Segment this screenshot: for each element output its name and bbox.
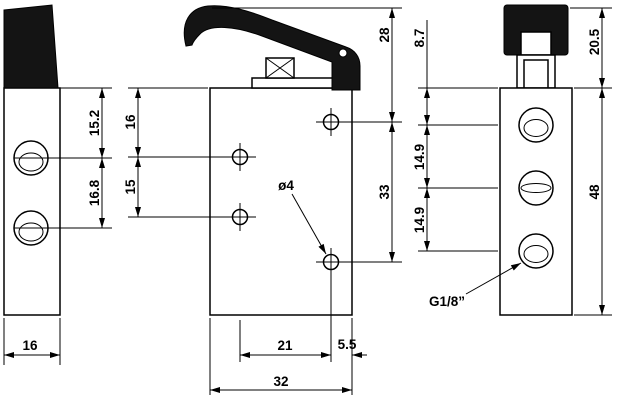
side-view bbox=[499, 4, 573, 316]
dimension-lines bbox=[3, 7, 612, 395]
dim-front-holes-h: 21 bbox=[277, 338, 293, 353]
hole-leader-arrow bbox=[291, 193, 327, 255]
dim-front-mid: 33 bbox=[377, 184, 392, 200]
dim-front-hole1: 16 bbox=[123, 114, 138, 130]
dim-side-cap: 20.5 bbox=[587, 28, 602, 55]
lever bbox=[183, 5, 361, 91]
thread-label: G1/8” bbox=[429, 294, 465, 309]
dim-side-port-b: 14.9 bbox=[412, 207, 427, 233]
side-port-3-bore bbox=[523, 245, 549, 263]
dim-front-width: 32 bbox=[273, 374, 288, 389]
dim-front-hole2: 15 bbox=[123, 179, 138, 195]
dim-left-port2: 16.8 bbox=[87, 179, 102, 206]
thread-leader-arrow bbox=[465, 262, 522, 295]
hole-diameter-label: ø4 bbox=[278, 178, 294, 193]
lever-side-profile bbox=[3, 4, 59, 89]
dim-left-port1: 15.2 bbox=[87, 110, 102, 136]
left-body bbox=[3, 87, 61, 316]
dim-side-height: 48 bbox=[587, 184, 602, 200]
side-port-2 bbox=[518, 170, 554, 206]
dim-front-top: 28 bbox=[377, 27, 392, 43]
left-port-1-bore bbox=[18, 152, 44, 172]
left-port-2-bore bbox=[18, 222, 44, 242]
plunger-top bbox=[520, 31, 552, 56]
front-view bbox=[183, 5, 361, 316]
dim-front-edge: 5.5 bbox=[338, 337, 357, 352]
side-port-1-bore bbox=[523, 119, 549, 137]
lever-pivot-pin bbox=[338, 48, 348, 58]
dim-side-port-top: 8.7 bbox=[412, 29, 427, 48]
side-port-2-slot bbox=[520, 183, 552, 193]
left-view bbox=[3, 4, 61, 316]
plunger-inner bbox=[523, 59, 549, 89]
dimension-texts: 15.2 16.8 16 15 28 33 8.7 14.9 14.9 20.5… bbox=[22, 27, 602, 389]
dim-side-port-a: 14.9 bbox=[412, 144, 427, 170]
dim-left-width: 16 bbox=[22, 338, 38, 353]
